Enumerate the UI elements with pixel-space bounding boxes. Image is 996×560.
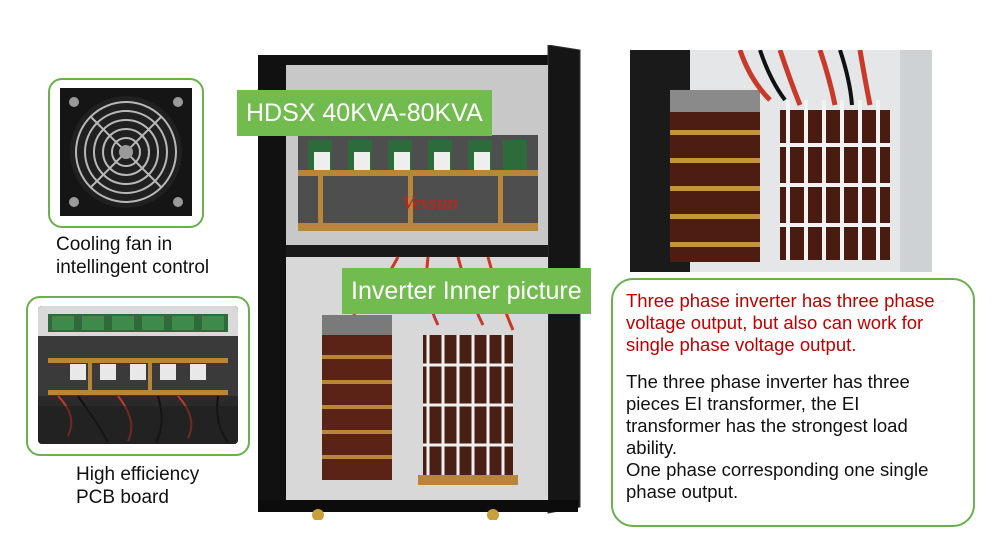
pcb-board-caption: High efficiency PCB board bbox=[76, 463, 199, 509]
cooling-fan-caption: Cooling fan in intellingent control bbox=[56, 233, 209, 279]
cooling-fan-icon bbox=[60, 88, 192, 216]
transformer-description: The three phase inverter has three piece… bbox=[626, 371, 928, 503]
text-line: The three phase inverter has three bbox=[626, 371, 910, 392]
brand-watermark: Vevsun bbox=[402, 193, 458, 214]
caption-line: High efficiency bbox=[76, 464, 200, 485]
text-line: single phase voltage output. bbox=[626, 334, 857, 355]
text-line: One phase corresponding one single bbox=[626, 459, 929, 480]
text-line: transformer has the strongest load bbox=[626, 415, 908, 436]
inverter-inner-label: Inverter Inner picture bbox=[342, 268, 591, 314]
text-line: voltage output, but also can work for bbox=[626, 312, 924, 333]
caption-line: Cooling fan in bbox=[56, 234, 173, 255]
text-line: Three phase inverter has three phase bbox=[626, 290, 935, 311]
text-line: phase output. bbox=[626, 481, 739, 502]
transformer-closeup-icon bbox=[630, 50, 932, 272]
pcb-board-panel bbox=[26, 296, 250, 456]
caption-line: intellingent control bbox=[56, 257, 210, 278]
caption-line: PCB board bbox=[76, 487, 169, 508]
model-label: HDSX 40KVA-80KVA bbox=[237, 90, 492, 136]
text-line: pieces EI transformer, the EI bbox=[626, 393, 860, 414]
description-box: Three phase inverter has three phase vol… bbox=[611, 278, 975, 527]
single-phase-note: Three phase inverter has three phase vol… bbox=[626, 290, 935, 356]
text-line: ability. bbox=[626, 437, 678, 458]
pcb-board-icon bbox=[38, 306, 238, 444]
cooling-fan-panel bbox=[48, 78, 204, 228]
